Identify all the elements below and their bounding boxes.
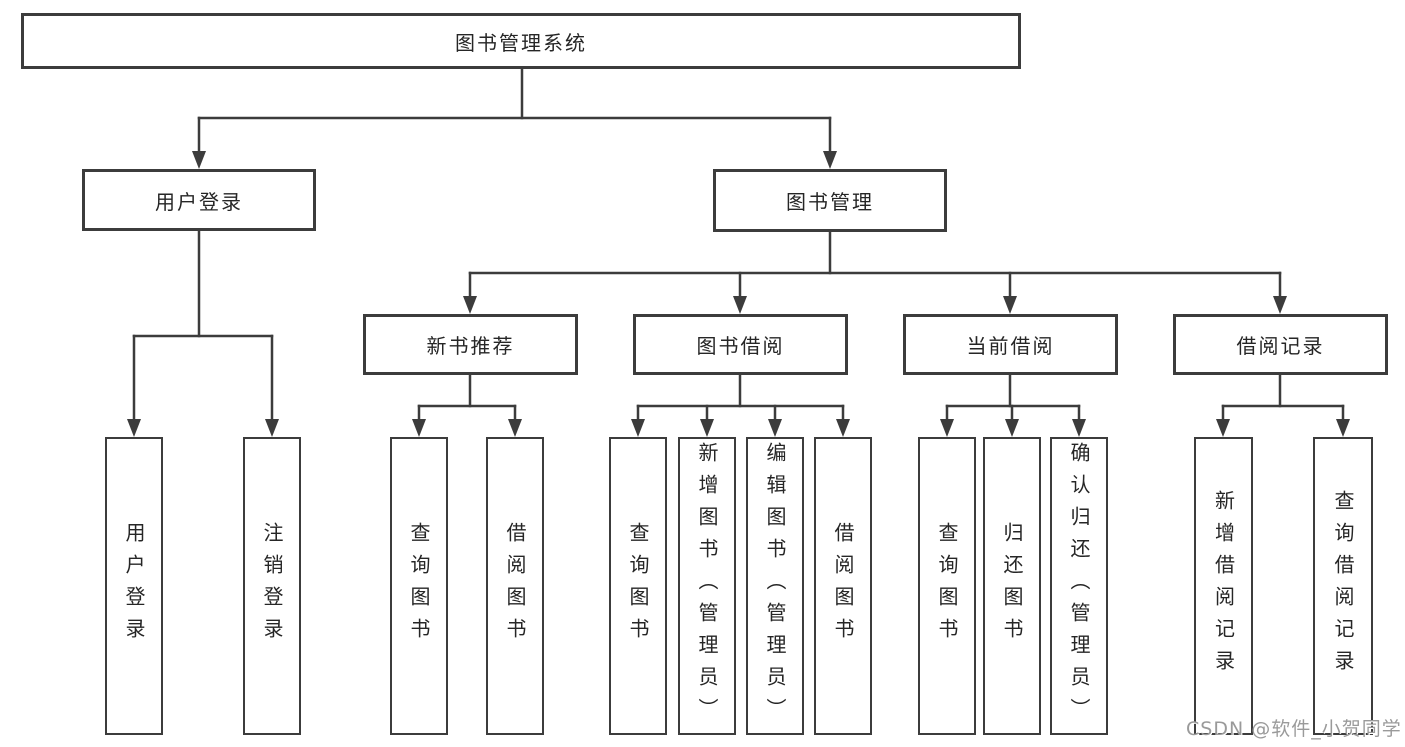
leaf-query-books-borrowing: 查询图书 [609, 437, 667, 735]
node-book-management: 图书管理 [713, 169, 947, 232]
leaf-query-books-recommend: 查询图书 [390, 437, 448, 735]
leaf-confirm-return-admin: 确认归还（管理员） [1050, 437, 1108, 735]
node-borrow-records: 借阅记录 [1173, 314, 1388, 375]
leaf-query-borrow-record: 查询借阅记录 [1313, 437, 1373, 735]
leaf-add-books-admin: 新增图书（管理员） [678, 437, 736, 735]
leaf-query-books-current: 查询图书 [918, 437, 976, 735]
leaf-borrow-books-recommend: 借阅图书 [486, 437, 544, 735]
leaf-add-borrow-record: 新增借阅记录 [1194, 437, 1253, 735]
node-user-login: 用户登录 [82, 169, 316, 231]
node-current-borrowing: 当前借阅 [903, 314, 1118, 375]
leaf-edit-books-admin: 编辑图书（管理员） [746, 437, 804, 735]
node-book-borrowing: 图书借阅 [633, 314, 848, 375]
leaf-borrow-books-borrowing: 借阅图书 [814, 437, 872, 735]
leaf-user-login: 用户登录 [105, 437, 163, 735]
leaf-return-books: 归还图书 [983, 437, 1041, 735]
node-new-book-recommend: 新书推荐 [363, 314, 578, 375]
watermark: CSDN @软件_小贺同学 [1186, 718, 1402, 740]
node-library-system: 图书管理系统 [21, 13, 1021, 69]
leaf-logout: 注销登录 [243, 437, 301, 735]
